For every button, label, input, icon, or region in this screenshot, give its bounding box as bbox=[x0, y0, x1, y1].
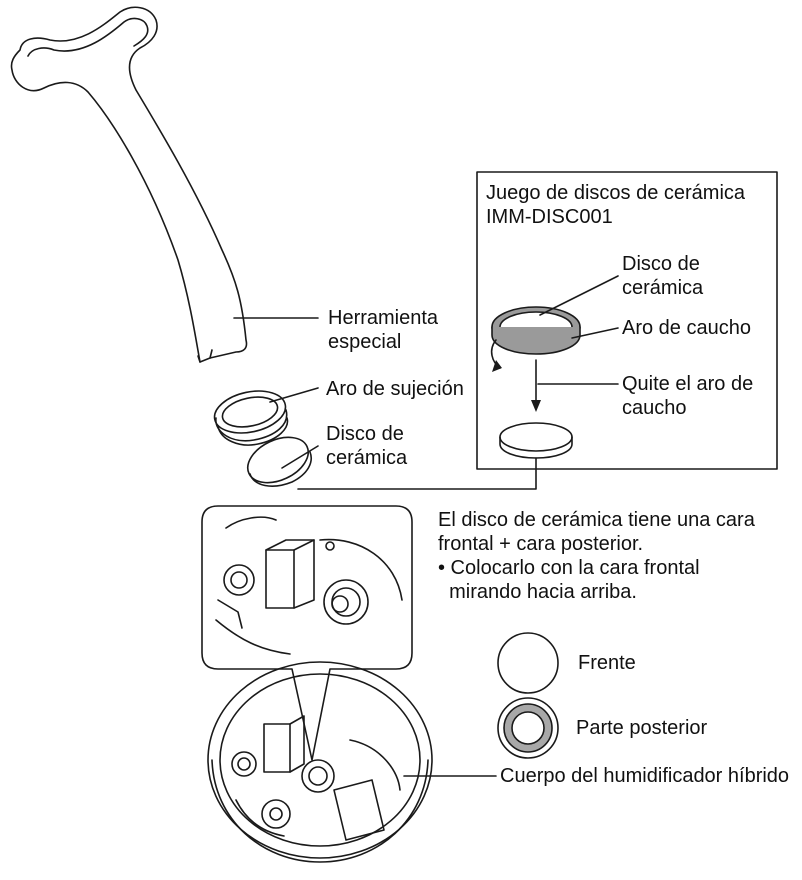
label-remove-rubber-ring-line2: caucho bbox=[622, 396, 753, 420]
label-front: Frente bbox=[578, 651, 636, 675]
label-humidifier-body: Cuerpo del humidificador híbrido bbox=[500, 764, 789, 788]
label-remove-rubber-ring: Quite el aro de caucho bbox=[622, 372, 753, 420]
kit-title-line2: IMM-DISC001 bbox=[486, 205, 745, 229]
label-ceramic-disc-left: Disco de cerámica bbox=[326, 422, 407, 470]
note-bullet-line-1: • Colocarlo con la cara frontal bbox=[438, 556, 755, 580]
down-arrow-head bbox=[531, 400, 541, 412]
label-kit-ceramic-disc-line1: Disco de bbox=[622, 252, 703, 276]
disc-orientation-note: El disco de cerámica tiene una cara fron… bbox=[438, 508, 755, 604]
note-bullet-line-2: mirando hacia arriba. bbox=[438, 580, 755, 604]
leader-ceramic-disc-left bbox=[282, 446, 318, 468]
ceramic-disc-left-illustration bbox=[241, 428, 316, 491]
note-line-2: frontal + cara posterior. bbox=[438, 532, 755, 556]
note-line-1: El disco de cerámica tiene una cara bbox=[438, 508, 755, 532]
label-remove-rubber-ring-line1: Quite el aro de bbox=[622, 372, 753, 396]
kit-loose-disc bbox=[500, 423, 572, 458]
label-special-tool-line1: Herramienta bbox=[328, 306, 438, 330]
special-tool-illustration bbox=[11, 7, 246, 362]
label-ceramic-disc-left-line2: cerámica bbox=[326, 446, 407, 470]
label-ceramic-disc-left-line1: Disco de bbox=[326, 422, 407, 446]
label-kit-ceramic-disc-line2: cerámica bbox=[622, 276, 703, 300]
zoom-callout bbox=[202, 506, 412, 760]
kit-title-line1: Juego de discos de cerámica bbox=[486, 181, 745, 205]
front-circle bbox=[498, 633, 558, 693]
back-circle bbox=[498, 698, 558, 758]
label-kit-ceramic-disc: Disco de cerámica bbox=[622, 252, 703, 300]
leader-kit-disc bbox=[540, 276, 618, 315]
kit-title: Juego de discos de cerámica IMM-DISC001 bbox=[486, 181, 745, 229]
retaining-ring-illustration bbox=[211, 385, 290, 445]
label-rubber-ring: Aro de caucho bbox=[622, 316, 751, 340]
label-retaining-ring: Aro de sujeción bbox=[326, 377, 464, 401]
label-back: Parte posterior bbox=[576, 716, 707, 740]
label-special-tool: Herramienta especial bbox=[328, 306, 438, 354]
label-special-tool-line2: especial bbox=[328, 330, 438, 354]
humidifier-body-illustration bbox=[208, 662, 432, 862]
